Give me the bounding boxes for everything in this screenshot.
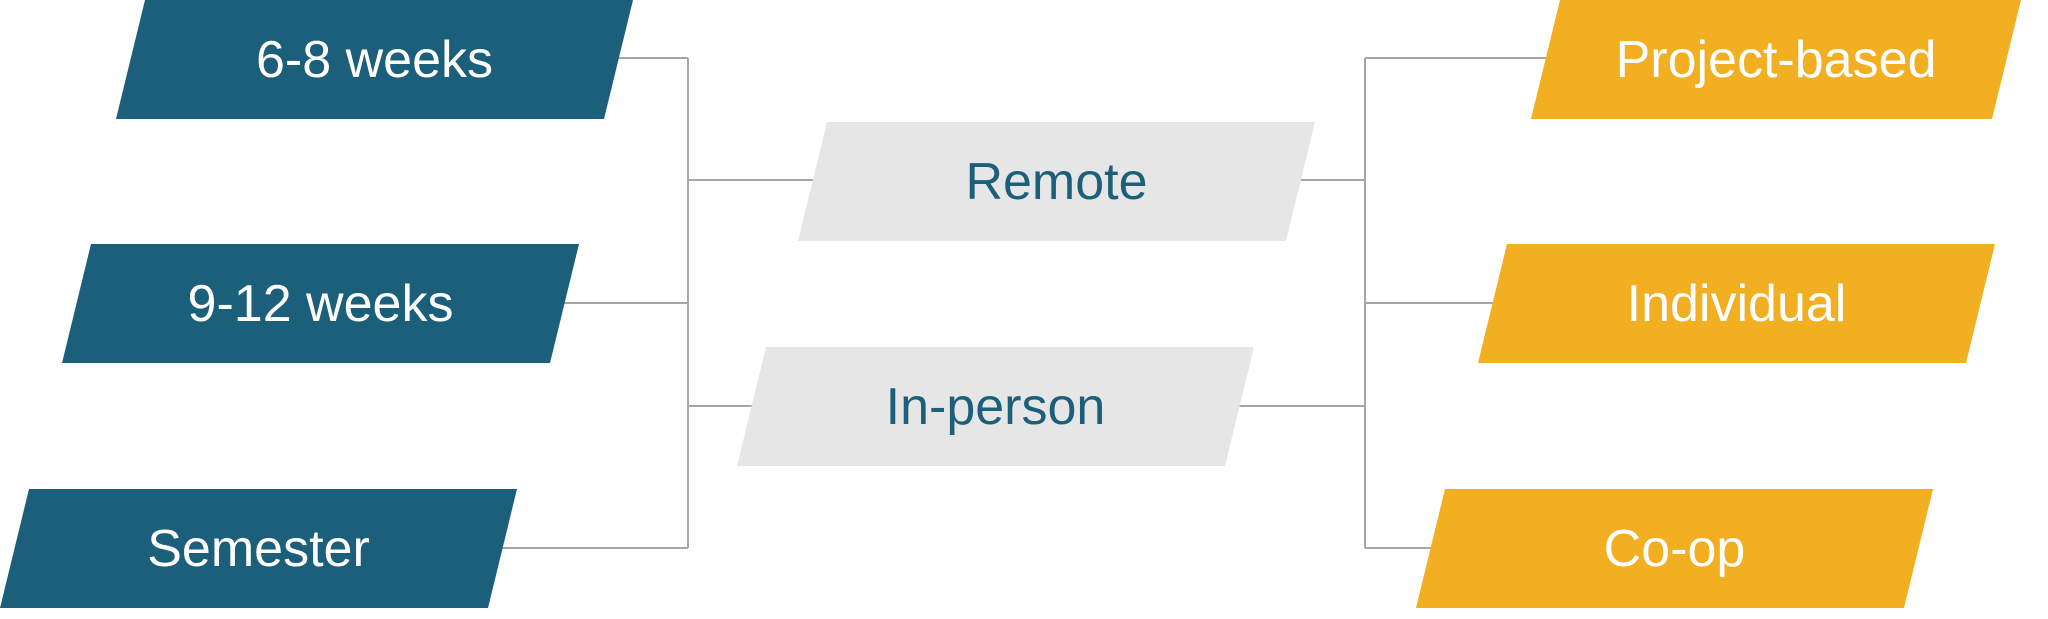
duration-semester-label: Semester [147, 519, 370, 578]
type-individual-label: Individual [1626, 274, 1847, 333]
mode-remote: Remote [798, 122, 1315, 241]
mode-in-person: In-person [737, 347, 1254, 466]
type-project-based: Project-based [1531, 0, 2021, 119]
type-individual: Individual [1478, 244, 1995, 363]
duration-9-12-weeks-label: 9-12 weeks [187, 274, 454, 333]
type-co-op-label: Co-op [1603, 519, 1746, 578]
type-project-based-label: Project-based [1615, 30, 1937, 89]
type-co-op: Co-op [1416, 489, 1933, 608]
duration-semester: Semester [0, 489, 517, 608]
mode-remote-label: Remote [965, 152, 1148, 211]
mode-in-person-label: In-person [885, 377, 1106, 436]
duration-6-8-weeks-label: 6-8 weeks [256, 30, 493, 89]
duration-6-8-weeks: 6-8 weeks [116, 0, 633, 119]
duration-9-12-weeks: 9-12 weeks [62, 244, 579, 363]
